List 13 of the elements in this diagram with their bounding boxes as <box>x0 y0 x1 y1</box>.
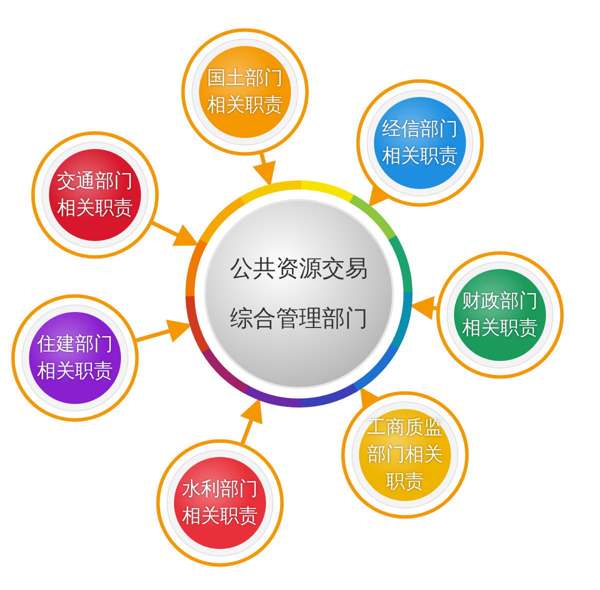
node-label: 公共资源交易综合管理部门 <box>229 255 369 334</box>
node-label: 工商质监部门相关职责 <box>366 416 444 494</box>
node-label: 住建部门相关职责 <box>36 332 114 384</box>
arrow <box>409 296 439 320</box>
node-label: 财政部门相关职责 <box>461 289 539 341</box>
node-label: 交通部门相关职责 <box>56 169 134 221</box>
node-label: 国土部门相关职责 <box>206 66 284 118</box>
node-label: 水利部门相关职责 <box>181 477 259 529</box>
arrow <box>150 220 200 246</box>
arrow <box>134 320 192 343</box>
arrow <box>252 151 276 187</box>
arrow <box>240 398 262 446</box>
node-label: 经信部门相关职责 <box>381 117 459 169</box>
